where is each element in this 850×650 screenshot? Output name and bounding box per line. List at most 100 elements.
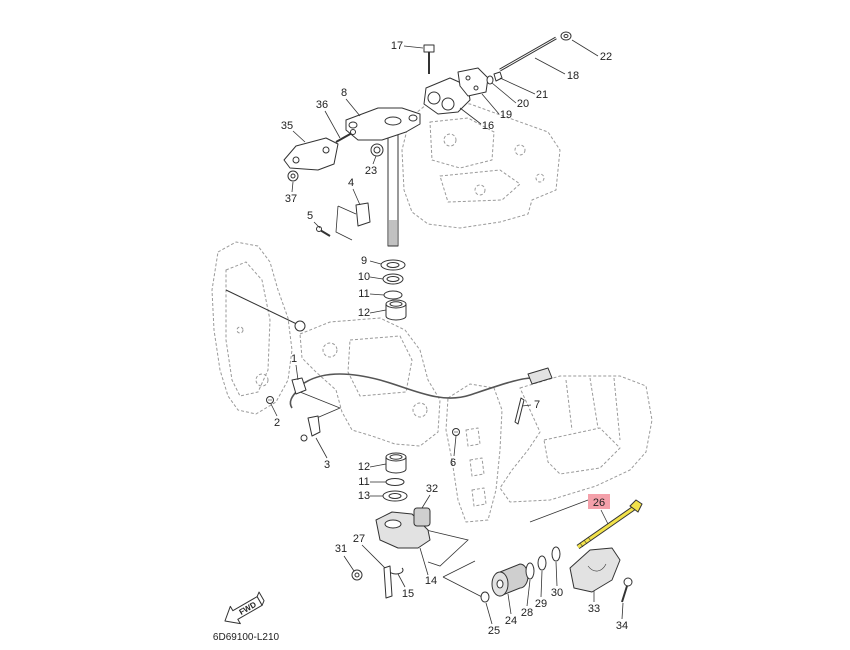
callout-37[interactable]: 37 [285, 193, 297, 205]
wiring-cable [299, 373, 533, 399]
swivel-housing-boss [412, 402, 428, 418]
part-12-bushing-bore [389, 301, 403, 307]
part-30-washer [551, 546, 561, 562]
leader-7 [521, 404, 532, 407]
callout-5[interactable]: 5 [307, 210, 313, 222]
part-34-bolt [621, 577, 633, 603]
leader-31 [343, 555, 355, 572]
tilt-tube [225, 289, 306, 329]
leader-22 [571, 39, 599, 57]
leader-35 [292, 130, 306, 143]
callout-30[interactable]: 30 [551, 587, 563, 599]
lower-casing-ribs [565, 377, 621, 441]
upper-mount-hole [443, 133, 457, 147]
part-31-nut [351, 569, 363, 581]
part-37-nut [287, 170, 299, 182]
callout-28[interactable]: 28 [521, 607, 533, 619]
callout-12-lower[interactable]: 12 [358, 461, 370, 473]
part-13-washer-inner [388, 493, 402, 499]
callout-36[interactable]: 36 [316, 99, 328, 111]
callout-21[interactable]: 21 [536, 89, 548, 101]
leader-23 [372, 155, 377, 165]
callout-24[interactable]: 24 [505, 615, 517, 627]
callout-32[interactable]: 32 [426, 483, 438, 495]
part-17-bolt [423, 44, 435, 74]
callout-34[interactable]: 34 [616, 620, 628, 632]
callout-9[interactable]: 9 [361, 255, 367, 267]
callout-16[interactable]: 16 [482, 120, 494, 132]
callout-20[interactable]: 20 [517, 98, 529, 110]
part-13-washer [382, 490, 408, 502]
callout-13[interactable]: 13 [358, 490, 370, 502]
part-23-nut [370, 143, 384, 157]
leader-32 [421, 494, 431, 509]
part-18-rod [499, 36, 557, 72]
part-19-plate-hole [473, 85, 479, 91]
part-26-bolt-thread [579, 536, 592, 548]
part-8-steering-arm [345, 107, 421, 141]
upper-mount-bracket [401, 99, 561, 229]
part-16-bracket [423, 77, 471, 115]
callout-12-upper[interactable]: 12 [358, 307, 370, 319]
callout-35[interactable]: 35 [281, 120, 293, 132]
leader-20 [491, 82, 517, 104]
part-5-bolt [316, 226, 331, 237]
part-4-clip [355, 202, 371, 227]
callout-1[interactable]: 1 [291, 353, 297, 365]
part-8-arm-body [345, 107, 421, 141]
callout-23[interactable]: 23 [365, 165, 377, 177]
callout-2[interactable]: 2 [274, 417, 280, 429]
leader-16 [459, 107, 482, 125]
part-23-nut-bore [373, 146, 381, 154]
callout-8[interactable]: 8 [341, 87, 347, 99]
highlight-box [588, 494, 610, 509]
part-11-ring-lower [385, 478, 405, 486]
callout-6[interactable]: 6 [450, 457, 456, 469]
cable-connector [527, 367, 553, 385]
callout-31[interactable]: 31 [335, 543, 347, 555]
group-outline-4-5 [335, 205, 357, 241]
callout-11-upper[interactable]: 11 [358, 288, 369, 300]
drawing-code: 6D69100-L210 [213, 632, 280, 643]
callout-4[interactable]: 4 [348, 177, 354, 189]
lower-casing [499, 375, 653, 503]
leader-19 [481, 93, 500, 115]
part-24-mount-bore [496, 579, 504, 589]
callout-19[interactable]: 19 [500, 109, 512, 121]
callout-10[interactable]: 10 [358, 271, 370, 283]
part-2-screw [266, 396, 274, 404]
leader-36 [324, 110, 341, 139]
part-12-bushing-lower [385, 452, 407, 474]
callout-25[interactable]: 25 [488, 625, 500, 637]
callout-17[interactable]: 17 [391, 40, 403, 52]
part-26-bolt[interactable] [576, 499, 643, 550]
callout-14[interactable]: 14 [425, 575, 437, 587]
swivel-bracket-outline [211, 241, 293, 415]
callout-29[interactable]: 29 [535, 598, 547, 610]
callout-3[interactable]: 3 [324, 459, 330, 471]
leader-24 [507, 593, 512, 615]
part-19-plate-body [457, 67, 489, 97]
part-36-bolt [335, 129, 356, 143]
swivel-bracket [211, 241, 293, 415]
leader-2 [270, 403, 278, 417]
part-10-seal [382, 273, 404, 285]
callout-7[interactable]: 7 [534, 399, 540, 411]
callout-15[interactable]: 15 [402, 588, 414, 600]
part-16-barrel [441, 97, 455, 111]
part-36-bolt-shank [335, 132, 353, 143]
callout-22[interactable]: 22 [600, 51, 612, 63]
swivel-housing-boss [322, 342, 338, 358]
callout-27[interactable]: 27 [353, 533, 365, 545]
callout-26-highlighted[interactable]: 26 [593, 497, 605, 509]
callout-11-lower[interactable]: 11 [358, 476, 369, 488]
callout-18[interactable]: 18 [567, 70, 579, 82]
part-7-tie-wrap [514, 397, 525, 425]
part-12-bushing-bore [389, 454, 403, 460]
leader-1 [295, 364, 299, 381]
callout-33[interactable]: 33 [588, 603, 600, 615]
leader-8 [345, 98, 361, 117]
leader-5 [313, 221, 321, 229]
upper-mount-rib [439, 169, 521, 203]
